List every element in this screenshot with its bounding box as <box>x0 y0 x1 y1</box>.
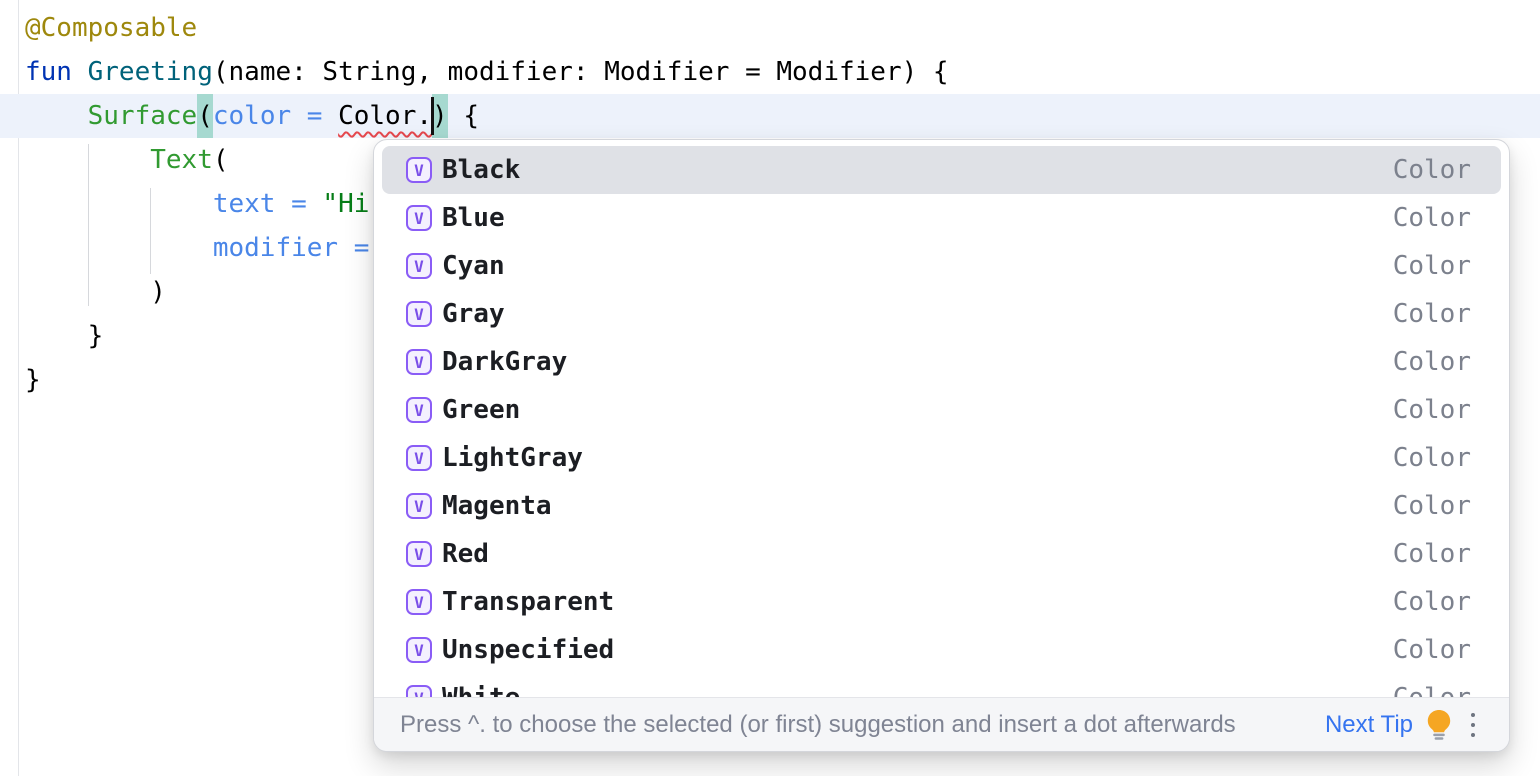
indent-token <box>25 233 213 263</box>
completion-type: Color <box>1392 683 1471 699</box>
completion-type: Color <box>1392 155 1471 185</box>
completion-label: Black <box>442 155 521 185</box>
completion-type: Color <box>1392 251 1471 281</box>
indent-token <box>25 101 88 131</box>
completion-type: Color <box>1392 539 1471 569</box>
completion-item-white[interactable]: V White Color <box>382 674 1501 699</box>
code-line[interactable]: @Composable <box>0 6 1540 50</box>
value-icon: V <box>406 445 432 471</box>
completion-type: Color <box>1392 491 1471 521</box>
completion-type: Color <box>1392 395 1471 425</box>
code-line[interactable]: } <box>0 314 1540 358</box>
completion-item-blue[interactable]: V Blue Color <box>382 194 1501 242</box>
value-icon: V <box>406 397 432 423</box>
matched-paren-open: ( <box>197 94 213 138</box>
code-token: ( <box>212 145 229 175</box>
code-token: } <box>25 321 104 351</box>
completion-label: LightGray <box>442 443 583 473</box>
composable-call-token: Text <box>150 145 213 175</box>
completion-item-lightgray[interactable]: V LightGray Color <box>382 434 1501 482</box>
value-icon: V <box>406 253 432 279</box>
completion-type: Color <box>1392 587 1471 617</box>
named-arg-token: color = <box>212 101 339 131</box>
completion-item-gray[interactable]: V Gray Color <box>382 290 1501 338</box>
code-token: { <box>447 101 479 131</box>
completion-label: DarkGray <box>442 347 568 377</box>
indent-token <box>25 189 213 219</box>
completion-item-darkgray[interactable]: V DarkGray Color <box>382 338 1501 386</box>
completion-hint-bar: Press ^. to choose the selected (or firs… <box>374 697 1509 751</box>
completion-item-black[interactable]: V Black Color <box>382 146 1501 194</box>
indent-guide <box>150 188 152 274</box>
code-line[interactable]: Text( <box>0 138 1540 182</box>
next-tip-link[interactable]: Next Tip <box>1324 710 1413 738</box>
text-caret <box>430 97 434 135</box>
completion-type: Color <box>1392 299 1471 329</box>
composable-call-token: Surface <box>87 101 198 131</box>
value-icon: V <box>406 637 432 663</box>
completion-type: Color <box>1392 443 1471 473</box>
completion-item-green[interactable]: V Green Color <box>382 386 1501 434</box>
keyword-token: fun <box>25 57 88 87</box>
value-icon: V <box>406 157 432 183</box>
value-icon: V <box>406 349 432 375</box>
completion-type: Color <box>1392 635 1471 665</box>
completion-label: Green <box>442 395 521 425</box>
gutter-separator <box>18 0 19 776</box>
completion-item-unspecified[interactable]: V Unspecified Color <box>382 626 1501 674</box>
function-name-token: Greeting <box>87 57 213 87</box>
value-icon: V <box>406 589 432 615</box>
value-icon: V <box>406 685 432 699</box>
value-icon: V <box>406 541 432 567</box>
completion-label: Gray <box>442 299 505 329</box>
completion-item-magenta[interactable]: V Magenta Color <box>382 482 1501 530</box>
annotation-token: @Composable <box>25 13 198 43</box>
completion-label: White <box>442 683 521 699</box>
indent-guide <box>87 144 89 306</box>
current-code-line[interactable]: Surface(color = Color.) { <box>0 94 1540 138</box>
code-line[interactable]: ) <box>0 270 1540 314</box>
unresolved-reference-token: Color. <box>338 101 433 131</box>
completion-label: Magenta <box>442 491 552 521</box>
code-token: (name: String, modifier: Modifier = Modi… <box>212 57 949 87</box>
completion-label: Cyan <box>442 251 505 281</box>
code-area: @Composable fun Greeting(name: String, m… <box>0 6 1540 402</box>
value-icon: V <box>406 301 432 327</box>
completion-label: Unspecified <box>442 635 615 665</box>
code-token: } <box>25 365 41 395</box>
completion-item-cyan[interactable]: V Cyan Color <box>382 242 1501 290</box>
matched-paren-close: ) <box>432 94 448 138</box>
named-arg-token: text = <box>212 189 323 219</box>
code-line[interactable]: } <box>0 358 1540 402</box>
code-line[interactable]: modifier = <box>0 226 1540 270</box>
completion-item-transparent[interactable]: V Transparent Color <box>382 578 1501 626</box>
hint-text: Press ^. to choose the selected (or firs… <box>400 710 1236 738</box>
completion-type: Color <box>1392 203 1471 233</box>
completion-label: Transparent <box>442 587 615 617</box>
lightbulb-icon <box>1427 710 1451 740</box>
code-token: ) <box>25 277 166 307</box>
value-icon: V <box>406 493 432 519</box>
completion-label: Blue <box>442 203 505 233</box>
completion-item-red[interactable]: V Red Color <box>382 530 1501 578</box>
code-line[interactable]: fun Greeting(name: String, modifier: Mod… <box>0 50 1540 94</box>
completion-type: Color <box>1392 347 1471 377</box>
more-options-icon[interactable] <box>1467 710 1479 740</box>
value-icon: V <box>406 205 432 231</box>
named-arg-token: modifier = <box>212 233 386 263</box>
completion-label: Red <box>442 539 489 569</box>
